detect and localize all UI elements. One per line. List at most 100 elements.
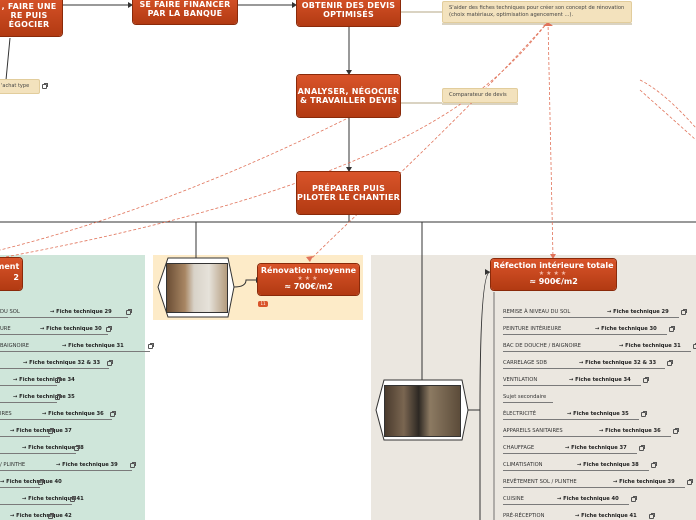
fiche-link[interactable]: → Fiche technique 36: [42, 411, 104, 417]
list-item[interactable]: URE → Fiche technique 30: [0, 325, 140, 335]
refection-totale-node[interactable]: Réfection intérieure totale ★★★★ ≈ 900€/…: [491, 259, 616, 290]
fiche-link[interactable]: → Fiche technique 39: [613, 479, 675, 485]
list-item[interactable]: / PLINTHE→ Fiche technique 39: [0, 461, 140, 471]
external-link-icon[interactable]: [687, 479, 693, 485]
external-link-icon[interactable]: [107, 360, 113, 366]
fiche-link[interactable]: → Fiche technique 32 & 33: [579, 360, 657, 366]
list-item[interactable]: → Fiche technique 37: [0, 427, 140, 437]
external-link-icon[interactable]: [110, 411, 116, 417]
list-item[interactable]: → Fiche technique 40: [0, 478, 140, 488]
list-item[interactable]: APPAREILS SANITAIRES → Fiche technique 36: [503, 427, 693, 437]
external-link-icon[interactable]: [48, 513, 54, 519]
fiche-link[interactable]: → Fiche technique 30: [40, 326, 102, 332]
external-link-icon[interactable]: [669, 326, 675, 332]
item-label: DU SOL: [0, 309, 20, 315]
external-link-icon[interactable]: [38, 479, 44, 485]
node-se-faire-financer[interactable]: SE FAIRE FINANCER PAR LA BANQUE: [133, 0, 237, 24]
list-item[interactable]: Sujet secondaire: [503, 393, 693, 403]
fiche-link[interactable]: → Fiche technique 41: [575, 513, 637, 519]
fiche-link[interactable]: → Fiche technique 38: [577, 462, 639, 468]
fiche-link[interactable]: → Fiche technique 37: [10, 428, 72, 434]
external-link-icon[interactable]: [639, 445, 645, 451]
list-item[interactable]: REVÊTEMENT SOL / PLINTHE→ Fiche techniqu…: [503, 478, 693, 488]
fiche-link[interactable]: → Fiche technique 35: [13, 394, 75, 400]
external-link-icon[interactable]: [130, 462, 136, 468]
node-preparer-chantier[interactable]: PRÉPARER PUIS PILOTER LE CHANTIER: [297, 172, 400, 214]
node-line: PILOTER LE CHANTIER: [297, 193, 400, 202]
fiche-link[interactable]: → Fiche technique 40: [0, 479, 62, 485]
fiche-link[interactable]: → Fiche technique 38: [22, 445, 84, 451]
fiche-link[interactable]: → Fiche technique 41: [22, 496, 84, 502]
external-link-icon[interactable]: [681, 309, 687, 315]
fiche-link[interactable]: → Fiche technique 29: [50, 309, 112, 315]
external-link-icon[interactable]: [106, 326, 112, 332]
fiche-link[interactable]: → Fiche technique 40: [557, 496, 619, 502]
external-link-icon[interactable]: [631, 496, 637, 502]
fiche-link[interactable]: → Fiche technique 31: [619, 343, 681, 349]
fiche-link[interactable]: → Fiche technique 29: [607, 309, 669, 315]
list-item[interactable]: → Fiche technique 41: [0, 495, 140, 505]
node-obtenir-devis[interactable]: OBTENIR DES DEVIS OPTIMISÉS: [297, 0, 400, 26]
left-panel-header[interactable]: ment 2: [0, 258, 22, 290]
list-item[interactable]: → Fiche technique 42: [0, 512, 140, 520]
header-title: Rénovation moyenne: [260, 266, 357, 275]
row-underline: [0, 504, 72, 505]
fiche-link[interactable]: → Fiche technique 32 & 33: [23, 360, 101, 366]
external-link-icon[interactable]: [70, 496, 76, 502]
list-item[interactable]: CHAUFFAGE→ Fiche technique 37: [503, 444, 693, 454]
row-underline: [503, 470, 649, 471]
external-link-icon[interactable]: [55, 377, 61, 383]
external-link-icon[interactable]: [74, 445, 80, 451]
row-underline: [503, 436, 671, 437]
fiche-link[interactable]: → Fiche technique 30: [595, 326, 657, 332]
list-item[interactable]: → Fiche technique 34: [0, 376, 140, 386]
row-underline: [0, 453, 76, 454]
external-link-icon[interactable]: [667, 360, 673, 366]
node-acheter-negocier[interactable]: , FAIRE UNE RE PUIS ÉGOCIER: [0, 0, 62, 36]
list-item[interactable]: CLIMATISATION→ Fiche technique 38: [503, 461, 693, 471]
external-link-icon[interactable]: [42, 83, 48, 89]
node-line: RE PUIS: [10, 10, 48, 20]
node-line: ÉGOCIER: [8, 19, 50, 29]
item-label: PEINTURE INTÉRIEURE: [503, 326, 562, 332]
row-underline: [0, 317, 128, 318]
list-item[interactable]: → Fiche technique 35: [0, 393, 140, 403]
list-item[interactable]: → Fiche technique 32 & 33: [0, 359, 140, 369]
external-link-icon[interactable]: [641, 411, 647, 417]
item-label: APPAREILS SANITAIRES: [503, 428, 563, 434]
external-link-icon[interactable]: [148, 343, 154, 349]
node-analyser-devis[interactable]: ANALYSER, NÉGOCIER & TRAVAILLER DEVIS: [297, 75, 400, 117]
fiche-link[interactable]: → Fiche technique 35: [567, 411, 629, 417]
external-link-icon[interactable]: [55, 394, 61, 400]
list-item[interactable]: BAIGNOIRE→ Fiche technique 31: [0, 342, 154, 352]
list-item[interactable]: PEINTURE INTÉRIEURE → Fiche technique 30: [503, 325, 693, 335]
list-item[interactable]: CARRELAGE SDB→ Fiche technique 32 & 33: [503, 359, 693, 369]
external-link-icon[interactable]: [673, 428, 679, 434]
fiche-link[interactable]: → Fiche technique 31: [62, 343, 124, 349]
fiche-link[interactable]: → Fiche technique 42: [10, 513, 72, 519]
fiche-link[interactable]: → Fiche technique 37: [565, 445, 627, 451]
external-link-icon[interactable]: [651, 462, 657, 468]
list-item[interactable]: REMISE À NIVEAU DU SOL→ Fiche technique …: [503, 308, 693, 318]
external-link-icon[interactable]: [649, 513, 655, 519]
fiche-link[interactable]: → Fiche technique 39: [56, 462, 118, 468]
external-link-icon[interactable]: [126, 309, 132, 315]
list-item[interactable]: BAC DE DOUCHE / BAIGNOIRE→ Fiche techniq…: [503, 342, 696, 352]
list-item[interactable]: DU SOL → Fiche technique 29: [0, 308, 140, 318]
external-link-icon[interactable]: [48, 428, 54, 434]
fiche-link[interactable]: → Fiche technique 34: [13, 377, 75, 383]
item-label: PRÉ-RÉCEPTION: [503, 513, 545, 519]
external-link-icon[interactable]: [643, 377, 649, 383]
node-line: ANALYSER, NÉGOCIER: [297, 87, 400, 96]
renovation-moyenne-node[interactable]: Rénovation moyenne ★★★ ≈ 700€/m2: [258, 264, 359, 295]
fiche-link[interactable]: → Fiche technique 34: [569, 377, 631, 383]
list-item[interactable]: VENTILATION→ Fiche technique 34: [503, 376, 693, 386]
list-item[interactable]: ÉLECTRICITÉ→ Fiche technique 35: [503, 410, 693, 420]
item-label: URE: [0, 326, 11, 332]
list-item[interactable]: CUISINE→ Fiche technique 40: [503, 495, 693, 505]
fiche-link[interactable]: → Fiche technique 36: [599, 428, 661, 434]
row-underline: [503, 385, 641, 386]
list-item[interactable]: IRES→ Fiche technique 36: [0, 410, 140, 420]
list-item[interactable]: → Fiche technique 38: [0, 444, 140, 454]
list-item[interactable]: PRÉ-RÉCEPTION → Fiche technique 41: [503, 512, 693, 520]
